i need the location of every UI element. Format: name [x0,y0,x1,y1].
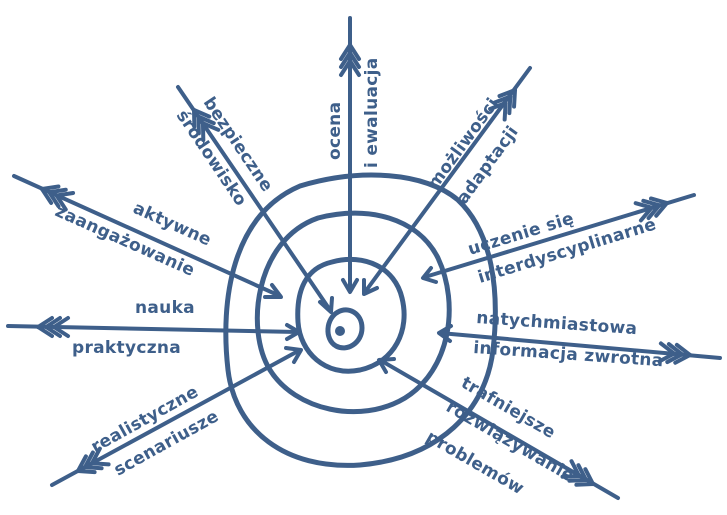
arrow-bezpieczne [178,87,332,312]
arrow-realistyczne [52,348,301,485]
label-ocena-line2: i ewaluacja [362,57,382,168]
label-natychmiastowa-line1: natychmiastowa [476,308,638,339]
target-bullseye-ring [328,310,362,348]
label-nauka-line2: praktyczna [72,338,181,358]
target-bullseye-dot [335,326,345,336]
label-nauka-line1: nauka [135,298,195,318]
label-aktywne-line2: zaangażowanie [52,201,198,281]
label-ocena-line1: ocena [325,102,345,160]
